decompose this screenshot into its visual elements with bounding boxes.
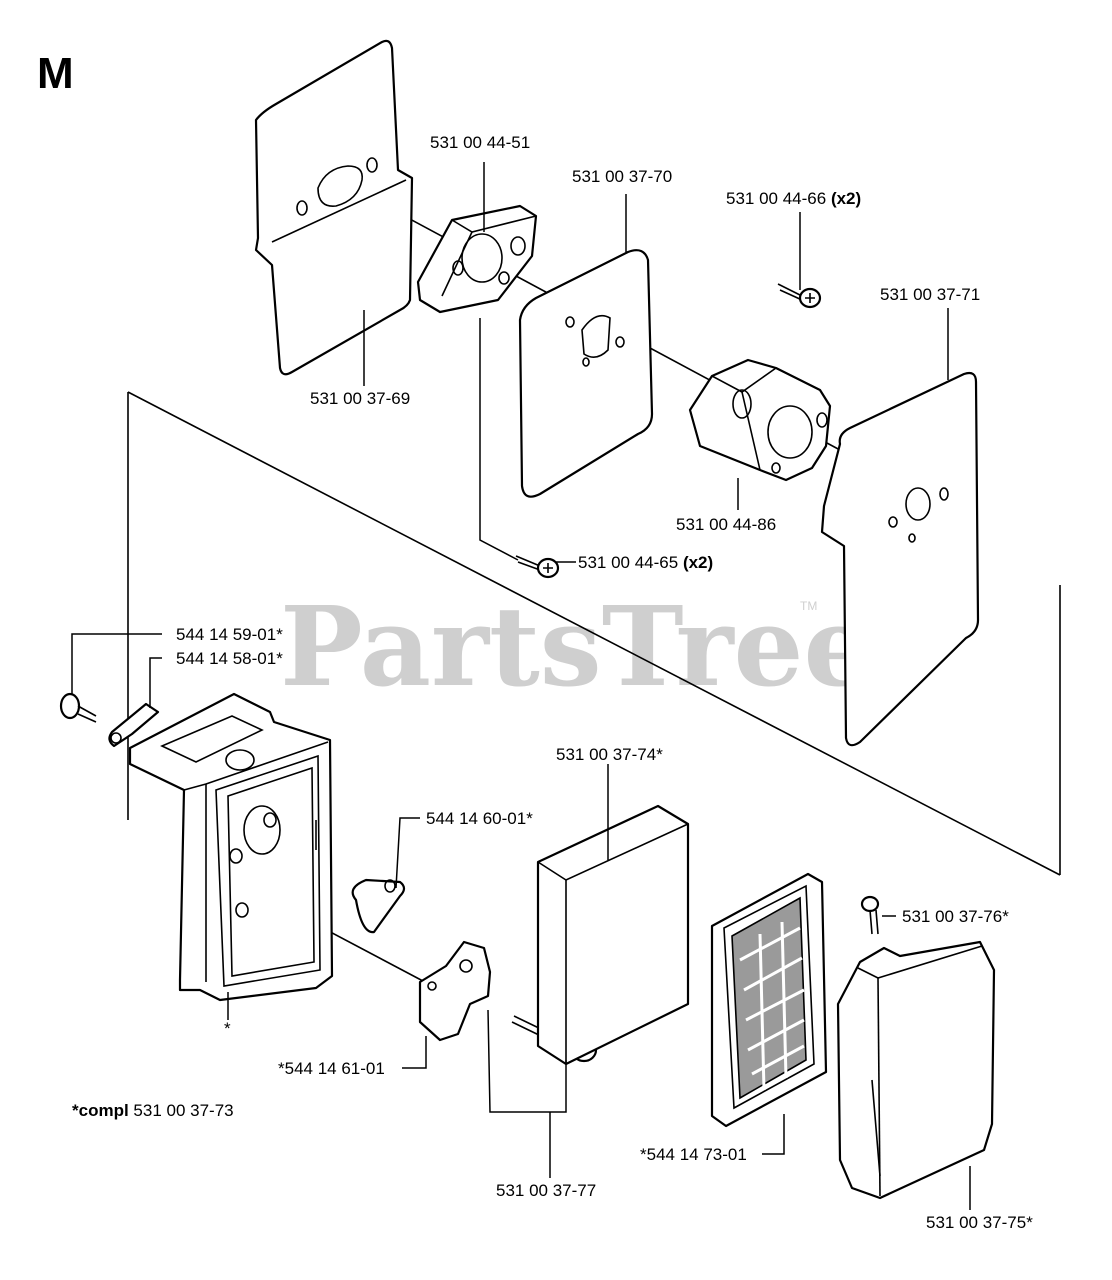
filter-cover-531-00-37-75[interactable] xyxy=(836,940,996,1200)
label-531-00-37-77: 531 00 37-77 xyxy=(496,1181,596,1200)
leader-lines xyxy=(71,162,971,1210)
label-531-00-37-69: 531 00 37-69 xyxy=(310,389,410,408)
bracket-544-14-61-01[interactable] xyxy=(418,940,492,1042)
carb-adapter-531-00-44-86[interactable] xyxy=(688,358,832,482)
label-531-00-44-66: 531 00 44-66 (x2) xyxy=(726,189,861,208)
label-531-00-37-71: 531 00 37-71 xyxy=(880,285,980,304)
filter-grid-544-14-73-01[interactable] xyxy=(710,872,828,1128)
gasket-531-00-37-69[interactable] xyxy=(254,39,414,376)
label-531-00-37-75: 531 00 37-75* xyxy=(926,1213,1033,1232)
assembly-boundary xyxy=(127,391,1061,876)
gasket-531-00-37-70[interactable] xyxy=(518,249,654,498)
label-531-00-44-65: 531 00 44-65 (x2) xyxy=(578,553,713,572)
screw-544-14-59-01[interactable] xyxy=(59,692,97,723)
label-544-14-61-01: *544 14 61-01 xyxy=(278,1059,385,1078)
label-531-00-44-86-text: 531 00 44-86 xyxy=(676,515,776,534)
label-compl-531-00-37-73: *compl 531 00 37-73 xyxy=(72,1101,234,1120)
latch-544-14-60-01[interactable] xyxy=(351,878,406,934)
label-544-14-73-01: *544 14 73-01 xyxy=(640,1145,747,1164)
label-asterisk: * xyxy=(224,1019,231,1038)
watermark-trademark: TM xyxy=(800,599,817,613)
air-filter-housing[interactable] xyxy=(128,692,334,1002)
insulator-block-531-00-44-51[interactable] xyxy=(416,204,538,314)
label-544-14-60-01: 544 14 60-01* xyxy=(426,809,533,828)
label-531-00-37-76: 531 00 37-76* xyxy=(902,907,1009,926)
label-531-00-44-65-qty: (x2) xyxy=(683,553,713,572)
label-compl-prefix: *compl xyxy=(72,1101,129,1120)
label-531-00-44-51: 531 00 44-51 xyxy=(430,133,530,152)
filter-element-531-00-37-74[interactable] xyxy=(536,804,690,1066)
label-544-14-58-01: 544 14 58-01* xyxy=(176,649,283,668)
label-544-14-59-01: 544 14 59-01* xyxy=(176,625,283,644)
clip-544-14-58-01[interactable] xyxy=(108,702,160,748)
screw-531-00-37-76[interactable] xyxy=(860,895,880,935)
label-531-00-37-70: 531 00 37-70 xyxy=(572,167,672,186)
label-531-00-37-74: 531 00 37-74* xyxy=(556,745,663,764)
watermark: PartsTree xyxy=(280,582,874,711)
label-531-00-44-66-qty: (x2) xyxy=(831,189,861,208)
screw-531-00-44-65[interactable] xyxy=(515,555,560,579)
section-letter: M xyxy=(37,49,74,98)
gasket-531-00-37-71[interactable] xyxy=(820,371,980,747)
screw-531-00-44-66[interactable] xyxy=(777,283,822,309)
label-compl-number: 531 00 37-73 xyxy=(133,1101,233,1120)
